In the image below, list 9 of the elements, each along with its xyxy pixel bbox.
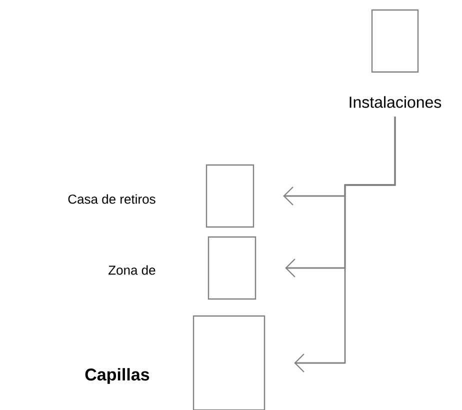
node-label: Casa de retiros [68, 194, 156, 204]
node-label: Instalaciones [350, 96, 442, 108]
heading-box: Instalaciones [350, 9, 442, 108]
node-label: Capillas [85, 368, 150, 384]
box: Capillas [85, 315, 266, 410]
arrow [294, 116, 396, 372]
node-label: Zona de [108, 265, 156, 275]
box: Zona de [108, 236, 256, 300]
box: Casa de retiros [68, 164, 254, 228]
